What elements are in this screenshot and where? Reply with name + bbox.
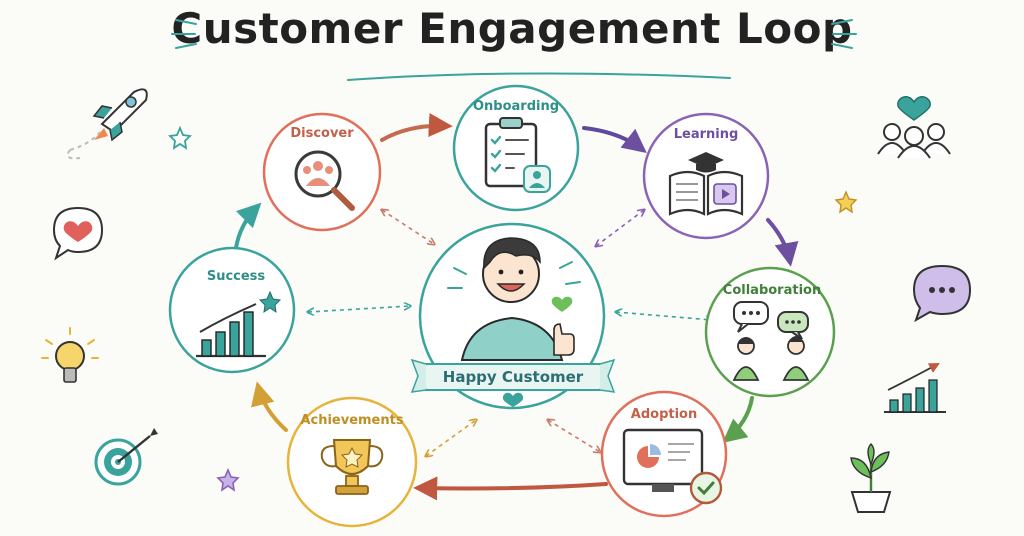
stage-label-achievements: Achievements: [300, 413, 403, 428]
stage-learning: Learning: [642, 112, 770, 240]
chat-bubble-icon: [912, 264, 972, 323]
center-happy-customer: Happy Customer: [410, 222, 616, 410]
connector-adoption: [548, 420, 600, 452]
heart-speech-bubble-icon: [52, 206, 104, 261]
happy-person-icon: [460, 237, 575, 361]
loop-arrows: [234, 113, 799, 501]
stage-label-success: Success: [207, 269, 266, 284]
stage-adoption: Adoption: [600, 390, 728, 518]
magnifier-people-icon: [294, 150, 355, 211]
book-graduation-cap-icon: [668, 152, 744, 216]
connector-learning: [596, 210, 644, 246]
rocket-icon: [66, 88, 148, 160]
star-icon-purple: [216, 467, 240, 492]
star-icon: [168, 125, 192, 150]
arrow-success-to-discover: [234, 202, 262, 250]
people-chatting-icon: [732, 301, 810, 381]
arrow-collaboration-to-adoption: [722, 396, 754, 444]
center-label: Happy Customer: [443, 368, 584, 386]
arrow-achievements-to-success: [251, 381, 288, 432]
connector-discover: [382, 210, 434, 244]
stage-label-learning: Learning: [674, 127, 739, 142]
title-underline: [347, 72, 731, 81]
stage-collaboration: Collaboration: [704, 266, 836, 398]
stage-label-discover: Discover: [290, 126, 354, 141]
team-heart-icon: [877, 96, 951, 159]
center-connectors: [308, 210, 712, 456]
stage-discover: Discover: [262, 112, 382, 232]
arrow-learning-to-collaboration: [766, 218, 799, 267]
arrow-onboarding-to-learning: [582, 126, 647, 153]
arrow-adoption-to-achievements: [413, 476, 608, 501]
growth-chart-icon: [196, 290, 282, 358]
arrow-discover-to-onboarding: [380, 113, 453, 142]
diagram-title: Customer Engagement Loop: [171, 4, 853, 53]
monitor-dashboard-icon: [622, 428, 723, 505]
clipboard-checklist-icon: [484, 117, 551, 193]
connector-achievements: [426, 420, 476, 456]
potted-plant-icon: [850, 443, 892, 513]
bar-chart-icon: [884, 362, 946, 413]
stage-label-collaboration: Collaboration: [723, 283, 821, 298]
title-sparkles: [171, 19, 857, 49]
star-icon-gold: [834, 190, 858, 214]
trophy-icon: [320, 439, 384, 495]
stage-label-onboarding: Onboarding: [473, 99, 559, 114]
small-heart-icon: [551, 296, 573, 312]
stage-label-adoption: Adoption: [631, 407, 697, 422]
stage-success: Success: [168, 246, 296, 374]
connector-success: [308, 306, 410, 312]
ribbon-heart-icon: [502, 392, 524, 407]
lightbulb-icon: [41, 327, 99, 383]
stage-onboarding: Onboarding: [452, 84, 580, 212]
connector-collaboration: [616, 312, 712, 320]
stage-achievements: Achievements: [286, 396, 418, 528]
target-icon: [94, 428, 158, 486]
